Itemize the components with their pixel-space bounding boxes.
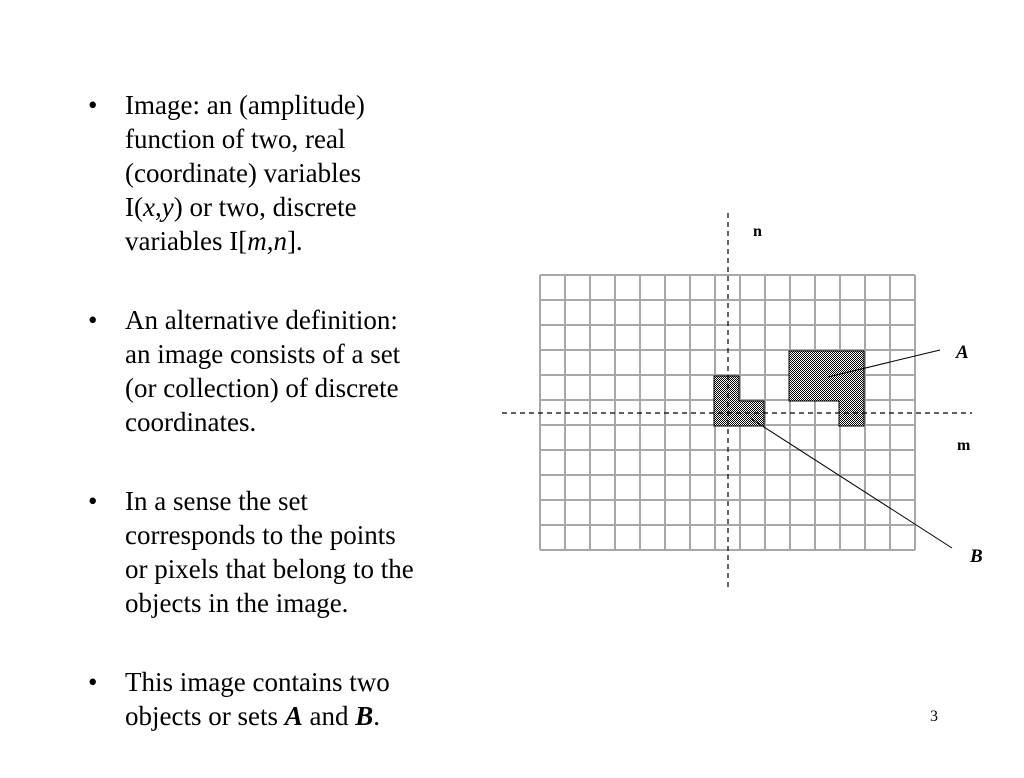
variable-n: n [273, 226, 287, 256]
bullet-marker: • [88, 667, 98, 697]
bullet-item-image-definition: • Image: an (amplitude) function of two,… [88, 88, 508, 258]
label-set-a: A [955, 342, 969, 363]
bullet-item-two-sets: • This image contains two objects or set… [88, 665, 508, 733]
text-run: variables I[ [125, 226, 248, 256]
label-set-b: B [969, 546, 983, 567]
bullet-text-line: An alternative definition: [125, 305, 398, 335]
object-a [788, 350, 865, 427]
bullet-text-line: variables I[m,n]. [125, 224, 508, 258]
object-b [713, 375, 765, 427]
bullet-text-line: or pixels that belong to the [125, 554, 414, 584]
variable-x: x [142, 192, 155, 222]
pointer-line-a [827, 349, 941, 378]
bullet-text-line: coordinates. [125, 407, 257, 437]
set-a-name: A [284, 701, 303, 731]
bullet-text-line: objects or sets A and B. [125, 699, 508, 733]
bullet-marker: • [88, 90, 98, 120]
bullet-text-line: This image contains two [125, 667, 390, 697]
bullet-text-line: an image consists of a set [125, 339, 401, 369]
text-run: I( [125, 192, 143, 222]
bullet-list: • Image: an (amplitude) function of two,… [88, 88, 508, 778]
text-run: , [154, 192, 162, 222]
objects-layer [713, 350, 865, 427]
page-number: 3 [930, 708, 938, 725]
variable-m: m [247, 226, 267, 256]
axis-label-n: n [753, 223, 762, 240]
text-run: , [266, 226, 274, 256]
text-run: objects or sets [125, 701, 285, 731]
bullet-item-alternative-definition: • An alternative definition: an image co… [88, 303, 508, 439]
axis-label-m: m [957, 437, 971, 454]
variable-y: y [161, 192, 174, 222]
bullet-text-line: (coordinate) variables [125, 158, 362, 188]
pointer-line-b [749, 417, 953, 549]
bullet-item-set-pixels: • In a sense the set corresponds to the … [88, 484, 508, 620]
text-run: and [302, 701, 356, 731]
bullet-text-line: In a sense the set [125, 486, 308, 516]
text-run: . [373, 701, 380, 731]
bullet-text-line: objects in the image. [125, 588, 349, 618]
set-b-name: B [355, 701, 374, 731]
pixel-grid-figure: n m A B [502, 213, 983, 587]
bullet-text-line: corresponds to the points [125, 520, 396, 550]
text-run: ) or two, discrete [173, 192, 357, 222]
bullet-text-line: function of two, real [125, 124, 346, 154]
bullet-marker: • [88, 486, 98, 516]
bullet-marker: • [88, 305, 98, 335]
text-run: ]. [286, 226, 303, 256]
bullet-text-line: Image: an (amplitude) [125, 90, 365, 120]
bullet-text-line: (or collection) of discrete [125, 373, 399, 403]
bullet-text-line: I(x,y) or two, discrete [125, 190, 508, 224]
